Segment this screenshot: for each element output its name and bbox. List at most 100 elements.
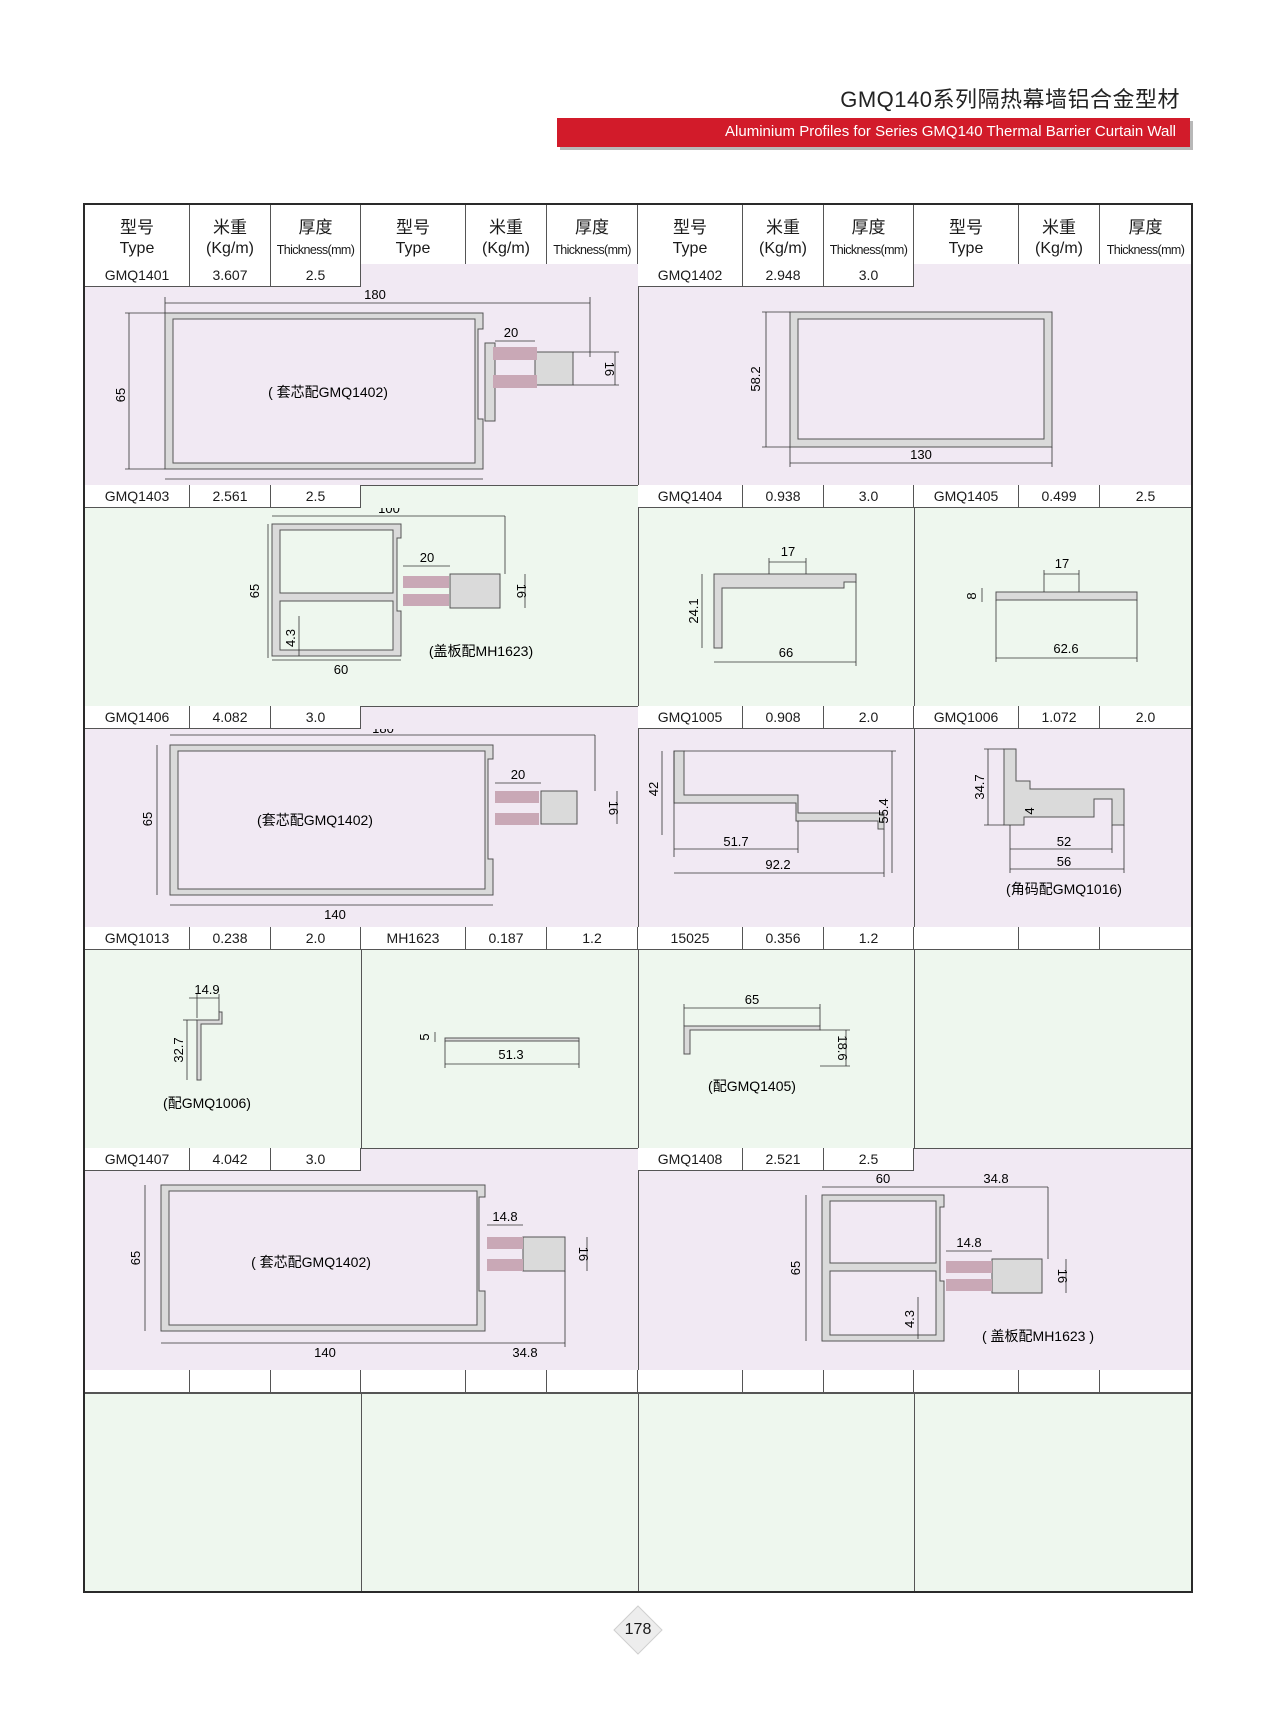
dim-label: 4.3 [902, 1310, 917, 1328]
col-weight: 米重(Kg/m) [1019, 205, 1100, 264]
dim-label: 140 [324, 907, 346, 922]
weight-cell: 0.499 [1019, 485, 1100, 508]
weight-cell: 0.938 [743, 485, 824, 508]
dim-label: 16 [576, 1247, 591, 1261]
drawing-note: (套芯配GMQ1402) [257, 812, 373, 828]
profile-drawing-gmq1407: 14.8 65 16 140 34.8 ( 套芯配GMQ1402) [85, 1171, 638, 1369]
dim-label: 140 [314, 1345, 336, 1360]
page-number-badge: 178 [612, 1604, 664, 1656]
dim-label: 130 [910, 447, 932, 462]
dim-label: 14.8 [956, 1235, 981, 1250]
dim-label: 65 [113, 388, 128, 402]
dim-label: 140 [316, 482, 338, 485]
thickness-cell: 3.0 [271, 706, 361, 729]
weight-cell: 0.187 [466, 927, 547, 950]
dim-label: 34.8 [983, 1171, 1008, 1186]
thickness-cell: 3.0 [824, 485, 914, 508]
dim-label: 62.6 [1053, 641, 1078, 656]
dim-label: 60 [334, 662, 348, 677]
drawing-note: (盖板配MH1623) [429, 643, 533, 659]
dim-label: 65 [247, 584, 262, 598]
type-cell: GMQ1401 [85, 264, 190, 287]
thickness-cell: 1.2 [824, 927, 914, 950]
dim-label: 14.8 [492, 1209, 517, 1224]
type-cell: GMQ1402 [638, 264, 743, 287]
dim-label: 65 [745, 992, 759, 1007]
profile-drawing-15025: 65 18.6 (配GMQ1405) [638, 950, 914, 1148]
thickness-cell: 2.5 [271, 485, 361, 508]
type-cell: GMQ1407 [85, 1148, 190, 1171]
profile-drawing-gmq1406: 180 20 65 16 140 (套芯配GMQ1402) [85, 729, 638, 927]
dim-label: 55.4 [876, 798, 891, 823]
dim-label: 51.7 [723, 834, 748, 849]
dim-label: 17 [1055, 556, 1069, 571]
profile-drawing-gmq1013: 14.9 32.7 (配GMQ1006) [85, 950, 361, 1148]
dim-label: 34.8 [512, 1345, 537, 1360]
weight-cell: 3.607 [190, 264, 271, 287]
dim-label: 58.2 [748, 366, 763, 391]
thickness-cell: 2.0 [824, 706, 914, 729]
dim-label: 20 [511, 767, 525, 782]
type-cell: 15025 [638, 927, 743, 950]
dim-label: 180 [364, 287, 386, 302]
drawing-note: ( 套芯配GMQ1402) [251, 1254, 371, 1270]
drawing-note: ( 盖板配MH1623 ) [982, 1328, 1094, 1344]
title-banner: Aluminium Profiles for Series GMQ140 The… [557, 118, 1190, 147]
dim-label: 8 [964, 592, 979, 599]
profile-drawing-gmq1402: 58.2 130 [638, 287, 1191, 485]
thickness-cell: 2.0 [1100, 706, 1191, 729]
profile-drawing-gmq1404: 17 24.1 66 [638, 508, 914, 706]
col-weight: 米重(Kg/m) [466, 205, 547, 264]
dim-label: 14.9 [194, 982, 219, 997]
drawing-note: (配GMQ1006) [163, 1095, 251, 1111]
dim-label: 180 [372, 729, 394, 736]
type-cell: GMQ1406 [85, 706, 190, 729]
weight-cell: 1.072 [1019, 706, 1100, 729]
page-number: 178 [624, 1621, 652, 1638]
page-title: GMQ140系列隔热幕墙铝合金型材 [840, 87, 1180, 112]
dim-label: 16 [514, 584, 529, 598]
weight-cell: 2.521 [743, 1148, 824, 1171]
dim-label: 42 [646, 782, 661, 796]
drawing-note: (配GMQ1405) [708, 1078, 796, 1094]
dim-label: 65 [128, 1251, 143, 1265]
thickness-cell: 2.5 [271, 264, 361, 287]
dim-label: 92.2 [765, 857, 790, 872]
drawing-note: (角码配GMQ1016) [1006, 881, 1122, 897]
dim-label: 65 [140, 812, 155, 826]
dim-label: 100 [378, 508, 400, 516]
dim-label: 4 [1022, 807, 1037, 814]
weight-cell: 0.356 [743, 927, 824, 950]
profile-drawing-gmq1403: 100 20 65 16 4.3 60 (盖板配MH1623) [85, 508, 638, 706]
type-cell: GMQ1005 [638, 706, 743, 729]
weight-cell: 2.948 [743, 264, 824, 287]
thickness-cell: 1.2 [547, 927, 638, 950]
page-subtitle: Aluminium Profiles for Series GMQ140 The… [725, 123, 1176, 140]
dim-label: 24.1 [686, 598, 701, 623]
dim-label: 34.7 [972, 774, 987, 799]
thickness-cell: 3.0 [271, 1148, 361, 1171]
profile-drawing-gmq1401: 180 20 65 16 140 ( 套芯配GMQ1402) [85, 287, 638, 485]
thickness-cell: 2.0 [271, 927, 361, 950]
dim-label: 52 [1057, 834, 1071, 849]
profile-drawing-gmq1408: 60 34.8 14.8 65 16 4.3 ( 盖板配MH1623 ) [638, 1171, 1191, 1369]
thickness-cell: 2.5 [1100, 485, 1191, 508]
dim-label: 65 [788, 1261, 803, 1275]
dim-label: 16 [602, 362, 617, 376]
profile-drawing-gmq1005: 42 55.4 51.7 92.2 [638, 729, 914, 927]
profile-drawing-gmq1006: 34.7 4 52 56 (角码配GMQ1016) [914, 729, 1191, 927]
dim-label: 20 [504, 325, 518, 340]
weight-cell: 0.238 [190, 927, 271, 950]
type-cell: GMQ1408 [638, 1148, 743, 1171]
type-cell: GMQ1403 [85, 485, 190, 508]
dim-label: 20 [420, 550, 434, 565]
weight-cell: 4.082 [190, 706, 271, 729]
type-cell: MH1623 [361, 927, 466, 950]
